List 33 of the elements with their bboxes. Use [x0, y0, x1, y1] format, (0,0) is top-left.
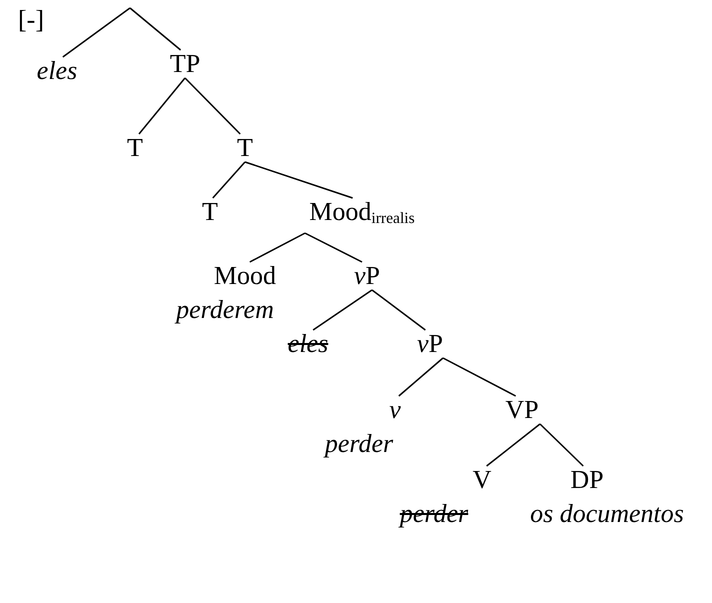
tree-branch: [486, 423, 540, 467]
word-label: eles: [36, 57, 78, 85]
tree-branch: [372, 289, 426, 331]
tree-branch: [130, 7, 182, 51]
category-label: vP: [416, 330, 443, 358]
category-label: TP: [170, 50, 200, 78]
category-label: Mood: [214, 262, 276, 290]
category-label: T: [202, 198, 218, 226]
category-label: V: [472, 466, 492, 494]
word-label: eles: [288, 330, 328, 358]
tree-branch: [304, 232, 362, 263]
word-label: os documentos: [530, 500, 684, 528]
word-label: perder: [324, 430, 394, 458]
tree-branch: [138, 78, 186, 134]
word-label: v: [389, 396, 401, 424]
word-label: perder: [400, 500, 468, 528]
tree-branch: [62, 7, 130, 58]
tree-branch: [539, 423, 584, 467]
feature-label: [-]: [18, 6, 44, 34]
tree-branch: [398, 357, 444, 397]
tree-branch: [244, 161, 353, 199]
word-label: perderem: [176, 296, 274, 324]
category-label: T: [237, 134, 253, 162]
tree-branch: [442, 357, 516, 397]
tree-branch: [184, 77, 241, 135]
category-label: T: [127, 134, 143, 162]
tree-branch: [249, 232, 306, 263]
category-label: vP: [354, 262, 380, 290]
tree-branch: [312, 289, 372, 331]
category-label: DP: [570, 466, 604, 494]
category-label: Mood$_{irrealis}$: [309, 198, 415, 230]
category-label: VP: [505, 396, 539, 424]
tree-branch: [212, 162, 246, 198]
